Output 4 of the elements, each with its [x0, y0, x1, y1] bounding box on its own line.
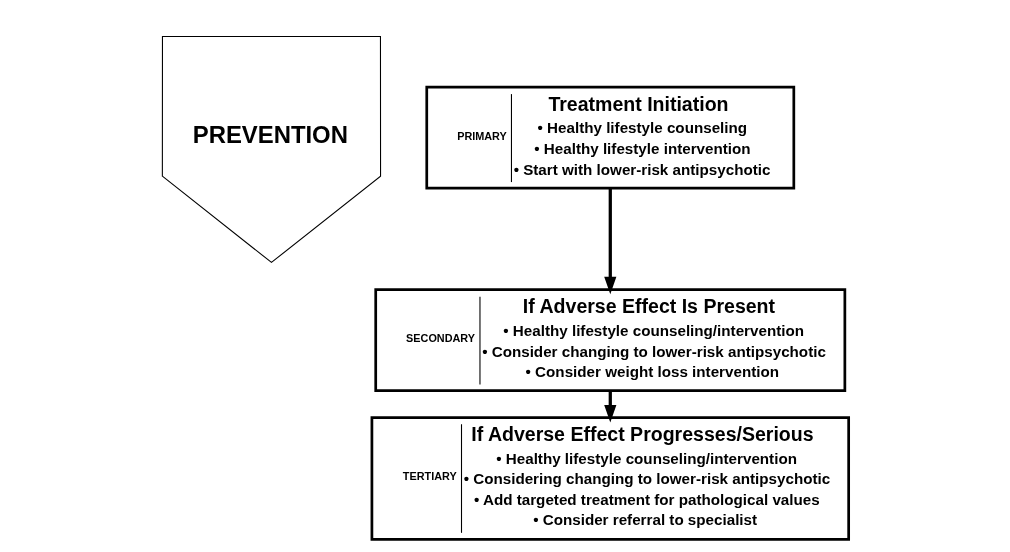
node-box: TERTIARY If Adverse Effect Progresses/Serious • Healthy lifestyle counseling/intervention • Considering changing to lower-risk antipsychotic • Add targeted treatment for pathological values • Consider referral to specialist: [370, 416, 850, 541]
node-box: SECONDARY If Adverse Effect Is Present • Healthy lifestyle counseling/intervention • Consider changing to lower-risk antipsychotic • Consider weight loss intervention: [373, 288, 846, 392]
node-box: PRIMARY Treatment Initiation • Healthy lifestyle counseling • Healthy lifestyle intervention • Start with lower-risk antipsychotic: [424, 85, 795, 190]
arrow: [603, 188, 616, 295]
